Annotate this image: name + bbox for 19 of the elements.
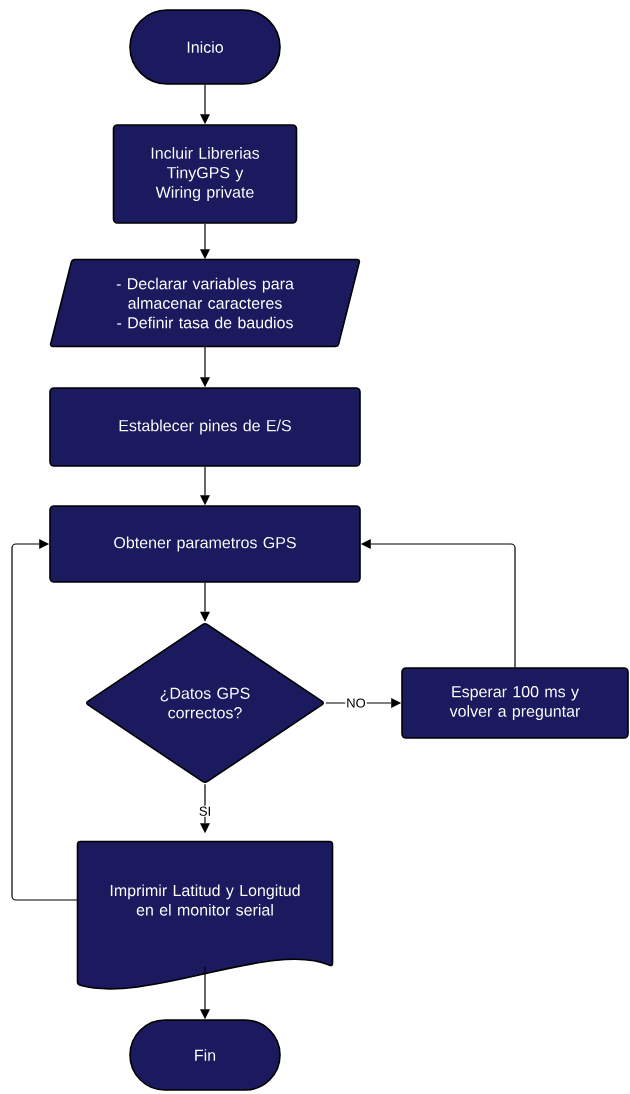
input-output-parallelogram: - Declarar variables para almacenar caracteres - Definir tasa de baudios	[49, 258, 361, 348]
edge-label: SI	[197, 805, 213, 817]
end-terminal: Fin	[129, 1019, 281, 1091]
arrow	[200, 466, 210, 506]
arrow	[200, 783, 210, 834]
process-box: Esperar 100 ms y volver a preguntar	[401, 667, 629, 739]
edge-label: NO	[345, 697, 367, 709]
arrow	[11, 539, 78, 901]
start-terminal: Inicio	[129, 9, 281, 85]
arrow	[325, 698, 402, 708]
process-box: Incluir Librerias TinyGPS y Wiring private	[112, 124, 298, 224]
arrow	[200, 966, 210, 1020]
arrow	[200, 223, 210, 260]
arrow	[200, 84, 210, 125]
arrow	[200, 582, 210, 622]
arrow	[360, 539, 516, 668]
arrow	[200, 346, 210, 388]
process-box: Establecer pines de E/S	[49, 387, 361, 467]
process-box: Obtener parametros GPS	[49, 505, 361, 583]
